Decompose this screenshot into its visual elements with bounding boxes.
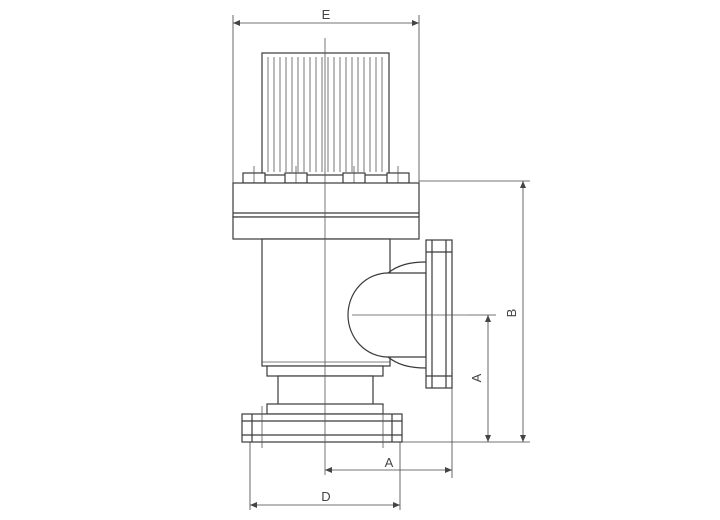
- dimension-label-b: B: [504, 309, 519, 318]
- dimension-label-e: E: [322, 7, 331, 22]
- dimension-d: D: [249, 442, 401, 510]
- side-flange: [425, 239, 453, 389]
- dimension-label-d: D: [321, 489, 330, 504]
- top-flange: [232, 182, 420, 240]
- dimension-label-a-vertical: A: [469, 373, 484, 382]
- flange-bolts: [242, 166, 410, 197]
- dimension-a-horizontal: A: [325, 388, 453, 478]
- dimension-label-a-horizontal: A: [385, 455, 394, 470]
- dimension-b: B: [402, 180, 530, 443]
- bottom-flange: [241, 406, 403, 448]
- dimension-a-vertical: A: [468, 314, 496, 442]
- dimension-e: E: [232, 7, 420, 183]
- handwheel-knob: [261, 52, 390, 176]
- centerlines: [324, 38, 468, 475]
